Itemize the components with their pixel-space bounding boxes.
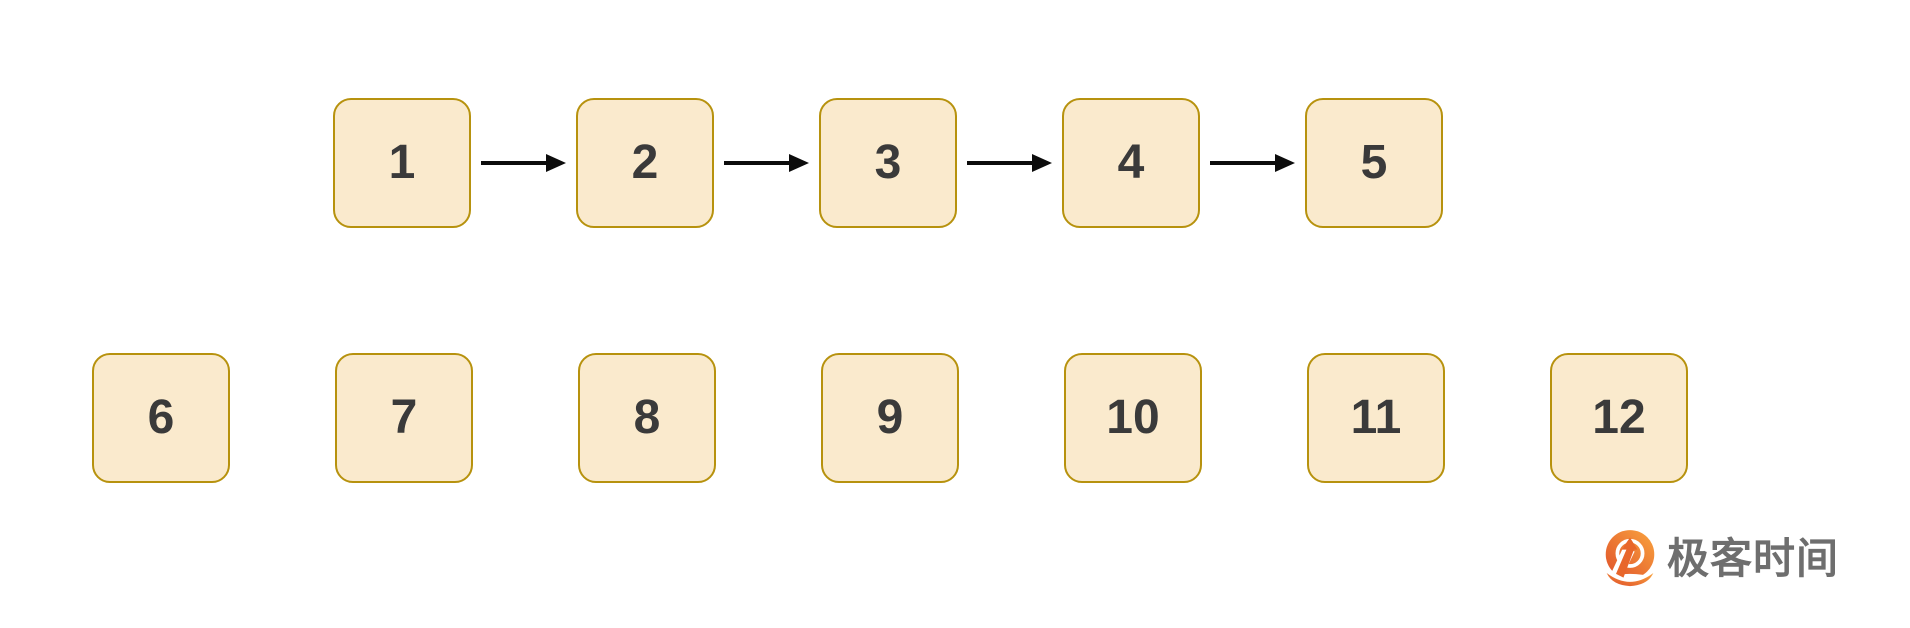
arrow-line: [1210, 161, 1276, 165]
array-cell: 8: [578, 353, 716, 483]
node-label: 2: [631, 136, 659, 189]
node-label: 9: [876, 391, 904, 444]
list-node: 4: [1062, 98, 1200, 228]
linked-list-cell: 2: [576, 98, 819, 228]
arrow-head: [546, 154, 566, 172]
arrow-head: [1275, 154, 1295, 172]
linked-list-row: 1 2 3: [333, 98, 1443, 228]
linked-list-cell: 5: [1305, 98, 1443, 228]
geektime-logo-text: 极客时间: [1667, 535, 1840, 582]
array-cell: 6: [92, 353, 230, 483]
next-pointer-arrow-icon: [714, 98, 819, 228]
node-label: 10: [1106, 391, 1160, 444]
arrow-line: [724, 161, 790, 165]
next-pointer-arrow-icon: [957, 98, 1062, 228]
arrow-head: [1032, 154, 1052, 172]
array-node: 8: [578, 353, 716, 483]
array-node: 6: [92, 353, 230, 483]
array-node: 12: [1550, 353, 1688, 483]
list-node: 3: [819, 98, 957, 228]
array-cell: 9: [821, 353, 959, 483]
arrow-line: [967, 161, 1033, 165]
array-row: 6 7 8 9 10: [92, 353, 1688, 483]
linked-list-cell: 3: [819, 98, 1062, 228]
geektime-logo: 极客时间: [1602, 528, 1839, 590]
arrow-line: [481, 161, 547, 165]
linked-list-cell: 1: [333, 98, 576, 228]
list-node: 5: [1305, 98, 1443, 228]
node-label: 12: [1592, 391, 1646, 444]
node-label: 8: [633, 391, 661, 444]
linked-list-cell: 4: [1062, 98, 1305, 228]
array-cell: 10: [1064, 353, 1202, 483]
arrow-head: [789, 154, 809, 172]
array-node: 9: [821, 353, 959, 483]
node-label: 4: [1117, 136, 1145, 189]
node-label: 11: [1350, 391, 1402, 444]
list-node: 1: [333, 98, 471, 228]
geektime-logo-icon: [1602, 530, 1658, 590]
node-label: 3: [874, 136, 902, 189]
node-label: 7: [390, 391, 418, 444]
array-cell: 7: [335, 353, 473, 483]
array-node: 11: [1307, 353, 1445, 483]
node-label: 5: [1360, 136, 1388, 189]
node-label: 1: [388, 136, 416, 189]
array-cell: 12: [1550, 353, 1688, 483]
next-pointer-arrow-icon: [471, 98, 576, 228]
array-node: 7: [335, 353, 473, 483]
node-label: 6: [147, 391, 175, 444]
next-pointer-arrow-icon: [1200, 98, 1305, 228]
array-cell: 11: [1307, 353, 1445, 483]
list-node: 2: [576, 98, 714, 228]
array-node: 10: [1064, 353, 1202, 483]
